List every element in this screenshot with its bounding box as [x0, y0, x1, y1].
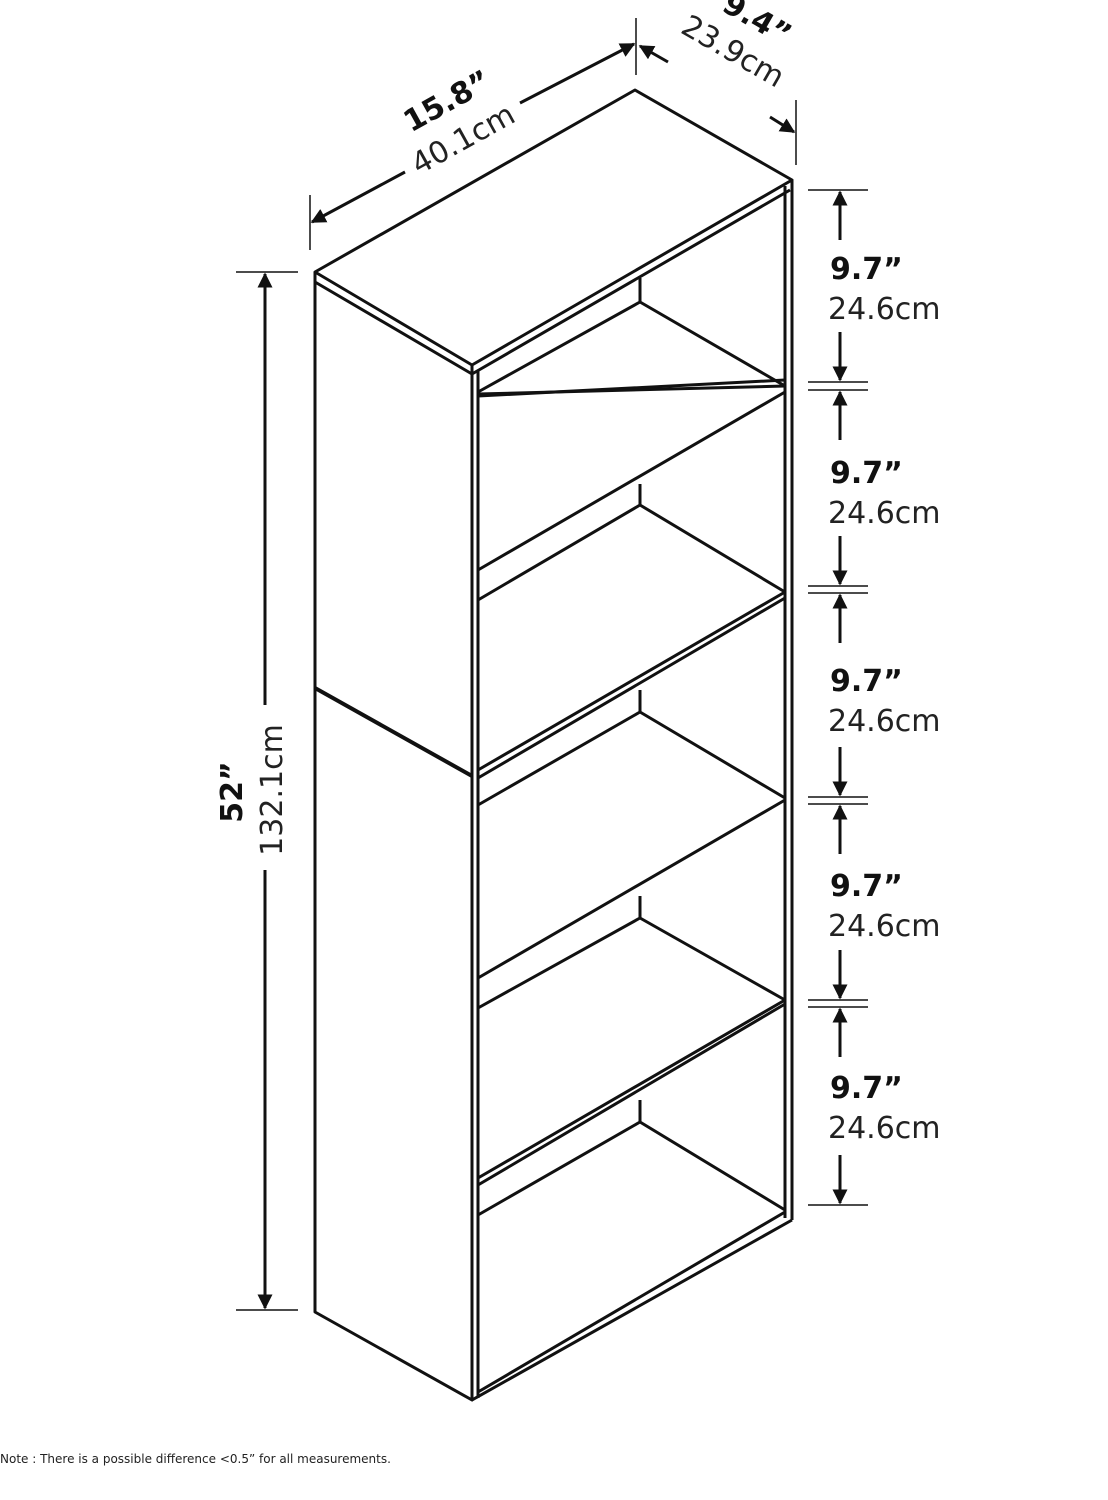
shelf-5: [477, 998, 786, 1187]
bottom-shelf-back: [477, 1120, 786, 1217]
shelf-4-cm-label: 24.6cm: [828, 909, 941, 944]
shelf-5-inches-label: 9.7”: [830, 1071, 903, 1106]
shelf-3: [477, 590, 786, 807]
depth-dimension: [638, 44, 797, 165]
shelf-1: [477, 278, 786, 398]
shelf-4-inches-label: 9.7”: [830, 869, 903, 904]
shelf-3-cm-label: 24.6cm: [828, 704, 941, 739]
shelf-spacing-dimensions: [808, 189, 868, 1206]
shelf-3-inches-label: 9.7”: [830, 664, 903, 699]
bottom-panel: [471, 1218, 793, 1402]
bookshelf-drawing: [313, 88, 794, 1402]
shelf-4: [477, 798, 786, 1010]
shelf-5-cm-label: 24.6cm: [828, 1111, 941, 1146]
width-arrow-right: [519, 42, 636, 105]
height-cm-label: 132.1cm: [255, 724, 290, 856]
width-dimension: [309, 18, 637, 250]
height-inches-label: 52”: [215, 761, 250, 822]
left-side-panel: [313, 272, 474, 1402]
shelf-2: [477, 390, 786, 602]
shelf-1-inches-label: 9.7”: [830, 252, 903, 287]
depth-arrow-left: [638, 44, 669, 64]
height-dimension: [236, 271, 298, 1311]
depth-arrow-right: [769, 115, 796, 134]
measurement-note: Note : There is a possible difference <0…: [0, 1452, 391, 1466]
shelf-1-cm-label: 24.6cm: [828, 292, 941, 327]
stack-seam: [314, 686, 473, 778]
shelf-2-inches-label: 9.7”: [830, 456, 903, 491]
bottom-shelf-front: [477, 1210, 786, 1394]
shelf-2-cm-label: 24.6cm: [828, 496, 941, 531]
width-arrow-left: [310, 170, 406, 224]
